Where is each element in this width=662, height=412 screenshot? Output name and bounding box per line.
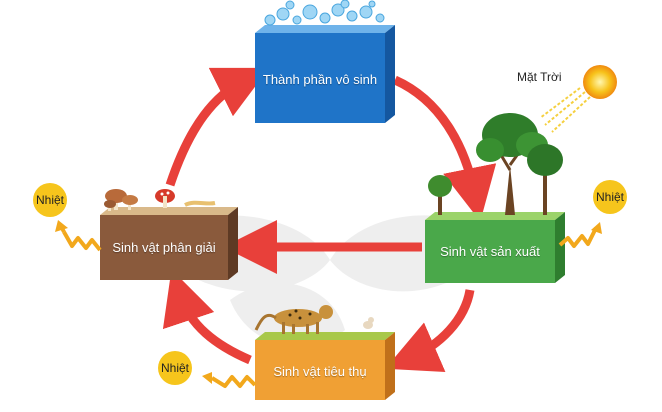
decomposer-label: Sinh vật phân giải	[112, 240, 216, 255]
arrow-producer-to-consumer	[385, 289, 475, 373]
producer-label: Sinh vật sản xuất	[440, 244, 540, 259]
heat-label-bottom: Nhiệt	[160, 361, 189, 375]
water-bubbles	[264, 0, 385, 26]
abiotic-box	[255, 25, 395, 123]
small-animal	[363, 317, 374, 329]
sun-label: Mặt Trời	[517, 70, 562, 84]
sun-icon	[539, 65, 617, 133]
heat-circle-bottom	[158, 351, 192, 385]
cycle-arrows	[162, 67, 497, 373]
consumer-label: Sinh vật tiêu thụ	[273, 364, 367, 379]
producer-box	[425, 212, 565, 283]
trees	[428, 113, 563, 215]
heat-circle-left	[33, 183, 67, 217]
abiotic-label: Thành phần vô sinh	[262, 72, 378, 87]
arrow-decomposer-to-abiotic	[165, 67, 270, 187]
zigzag-arrowheads	[55, 220, 602, 384]
zigzag-bottom	[210, 375, 257, 388]
heat-label-left: Nhiệt	[35, 193, 64, 207]
decomposer-box	[100, 207, 238, 280]
mushrooms	[104, 189, 216, 211]
leopard	[254, 305, 333, 334]
arrow-consumer-to-decomposer	[162, 269, 252, 365]
zigzag-right	[558, 227, 598, 248]
arrow-abiotic-to-producer	[393, 75, 497, 222]
zigzag-left	[62, 231, 102, 252]
consumer-box	[255, 332, 395, 400]
heat-circle-right	[593, 180, 627, 214]
heat-label-right: Nhiệt	[595, 190, 624, 204]
